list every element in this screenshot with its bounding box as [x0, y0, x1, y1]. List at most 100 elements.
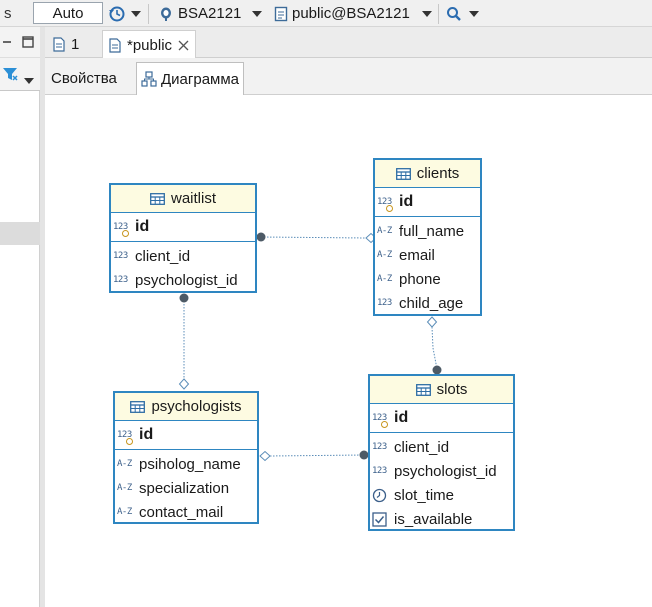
- tab-label: Диаграмма: [161, 70, 240, 88]
- entity-clients[interactable]: clients 123 id A-Z full_name A-Z email A…: [373, 158, 482, 316]
- chevron-down-icon: [252, 10, 262, 17]
- tab-sql-1[interactable]: 1: [47, 30, 85, 58]
- close-icon[interactable]: [178, 40, 189, 51]
- search-dropdown[interactable]: [469, 0, 479, 27]
- primary-key-column[interactable]: 123 id: [115, 421, 257, 450]
- column-row[interactable]: 123 psychologist_id: [370, 459, 513, 483]
- entity-psychologists[interactable]: psychologists 123 id A-Z psiholog_name A…: [113, 391, 259, 524]
- column-name: specialization: [139, 479, 230, 497]
- connection-selector[interactable]: BSA2121: [158, 0, 241, 27]
- column-name: is_available: [394, 510, 473, 528]
- navigator-filter-bar: [0, 58, 40, 91]
- entity-header[interactable]: waitlist: [111, 185, 255, 213]
- number-type-icon: 123: [372, 466, 387, 476]
- column-row[interactable]: A-Z phone: [375, 267, 480, 291]
- filter-dropdown[interactable]: [24, 71, 34, 87]
- column-row[interactable]: A-Z contact_mail: [115, 500, 257, 524]
- table-icon: [130, 400, 146, 413]
- schema-dropdown[interactable]: [422, 0, 432, 27]
- primary-key-column[interactable]: 123 id: [111, 213, 255, 242]
- entity-slots[interactable]: slots 123 id 123 client_id 123 psycholog…: [368, 374, 515, 531]
- text-type-icon: A-Z: [117, 507, 132, 517]
- tab-label: Свойства: [51, 70, 117, 87]
- primary-key-column[interactable]: 123 id: [370, 404, 513, 433]
- navigator-toolbar: [0, 27, 40, 58]
- diagram-canvas[interactable]: [45, 95, 652, 607]
- primary-key-column[interactable]: 123 id: [375, 188, 480, 217]
- column-name: client_id: [394, 438, 450, 456]
- chevron-down-icon: [469, 10, 479, 17]
- text-type-icon: A-Z: [377, 226, 392, 236]
- table-icon: [415, 383, 431, 396]
- column-row[interactable]: slot_time: [370, 483, 513, 507]
- entity-header[interactable]: psychologists: [115, 393, 257, 421]
- column-name: id: [139, 426, 154, 443]
- history-icon: [108, 5, 126, 23]
- diagram-icon: [141, 71, 157, 87]
- postgres-icon: [158, 6, 174, 22]
- tab-public[interactable]: *public: [102, 30, 197, 59]
- table-icon: [150, 192, 165, 205]
- column-row[interactable]: A-Z specialization: [115, 476, 257, 500]
- entity-header[interactable]: clients: [375, 160, 480, 188]
- transaction-mode-select[interactable]: Auto: [33, 2, 103, 24]
- schema-selector[interactable]: public@BSA2121: [274, 0, 410, 27]
- panel-splitter[interactable]: [40, 27, 45, 607]
- tab-label: *public: [127, 36, 173, 54]
- column-row[interactable]: is_available: [370, 507, 513, 531]
- column-row[interactable]: 123 child_age: [375, 291, 480, 315]
- number-type-icon: 123: [113, 251, 128, 261]
- column-row[interactable]: 123 client_id: [370, 435, 513, 459]
- key-number-icon: 123: [113, 222, 133, 237]
- column-row[interactable]: A-Z psiholog_name: [115, 452, 257, 476]
- navigator-panel: [0, 27, 40, 607]
- maximize-icon[interactable]: [22, 35, 34, 51]
- column-name: email: [399, 246, 435, 264]
- entity-waitlist[interactable]: waitlist 123 id 123 client_id 123 psycho…: [109, 183, 257, 293]
- text-type-icon: A-Z: [377, 274, 392, 284]
- column-name: psychologist_id: [394, 462, 497, 480]
- toolbar-stub-label: s: [4, 5, 12, 22]
- number-type-icon: 123: [113, 275, 128, 285]
- minimize-icon[interactable]: [2, 36, 12, 52]
- tab-diagram[interactable]: Диаграмма: [136, 62, 245, 95]
- editor-subtab-bar: Свойства Диаграмма: [45, 58, 652, 95]
- navigator-selected-row[interactable]: [0, 222, 40, 245]
- entity-title: slots: [436, 381, 468, 398]
- connection-dropdown[interactable]: [252, 0, 262, 27]
- column-name: id: [399, 193, 414, 210]
- column-name: phone: [399, 270, 441, 288]
- column-name: contact_mail: [139, 503, 224, 521]
- key-number-icon: 123: [372, 413, 392, 428]
- column-row[interactable]: A-Z email: [375, 243, 480, 267]
- column-name: id: [135, 218, 150, 235]
- column-name: full_name: [399, 222, 465, 240]
- table-icon: [395, 167, 411, 180]
- history-button[interactable]: [108, 0, 126, 27]
- column-name: psychologist_id: [135, 271, 238, 289]
- number-type-icon: 123: [377, 298, 392, 308]
- column-name: client_id: [135, 247, 191, 265]
- entity-header[interactable]: slots: [370, 376, 513, 404]
- clock-icon: [372, 488, 392, 503]
- column-name: id: [394, 409, 409, 426]
- column-name: psiholog_name: [139, 455, 241, 473]
- editor-tab-bar: 1 *public: [45, 27, 652, 59]
- entity-title: clients: [416, 165, 460, 182]
- column-row[interactable]: 123 client_id: [111, 244, 255, 268]
- toolbar-separator: [148, 4, 149, 24]
- sql-script-icon: [53, 36, 65, 52]
- key-number-icon: 123: [377, 197, 397, 212]
- filter-icon[interactable]: [2, 67, 18, 84]
- text-type-icon: A-Z: [117, 483, 132, 493]
- connection-name: BSA2121: [178, 5, 242, 22]
- number-type-icon: 123: [372, 442, 387, 452]
- chevron-down-icon: [24, 78, 34, 84]
- search-button[interactable]: [446, 0, 462, 27]
- entity-title: psychologists: [151, 398, 242, 415]
- history-dropdown[interactable]: [131, 0, 141, 27]
- tab-properties[interactable]: Свойства: [47, 62, 121, 95]
- column-row[interactable]: 123 psychologist_id: [111, 268, 255, 292]
- column-name: child_age: [399, 294, 464, 312]
- column-row[interactable]: A-Z full_name: [375, 219, 480, 243]
